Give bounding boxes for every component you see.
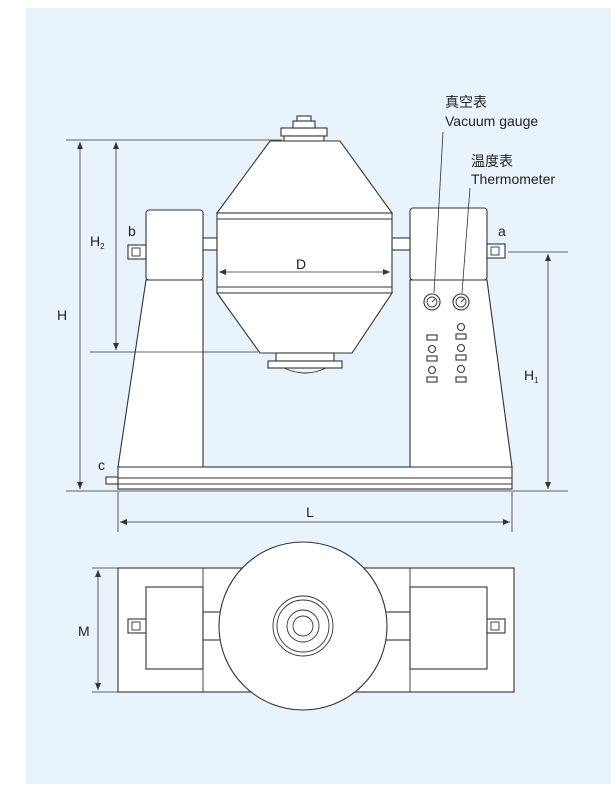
right-pedestal: [391, 207, 513, 468]
port-a: [486, 243, 506, 259]
left-pedestal: [117, 209, 218, 468]
label-b: b: [128, 223, 136, 239]
dim-label-h1: H1: [524, 367, 539, 385]
label-c: c: [98, 457, 105, 473]
base-frame: [105, 466, 513, 490]
dim-label-m: M: [78, 623, 90, 639]
dim-label-d: D: [296, 256, 306, 272]
plan-view: [92, 541, 515, 711]
front-view: [105, 115, 513, 490]
thermometer-icon: [452, 293, 470, 311]
label-a: a: [498, 223, 506, 239]
dim-label-l: L: [306, 504, 314, 520]
vacuum-gauge-icon: [423, 293, 441, 311]
thermometer-label-cn: 温度表: [471, 153, 513, 169]
dim-label-h: H: [57, 307, 67, 323]
vacuum-gauge-label-cn: 真空表: [445, 94, 487, 110]
bottom-discharge: [267, 360, 343, 369]
plan-vessel-circle: [218, 541, 388, 711]
port-b: [127, 244, 147, 260]
labels: 真空表 Vacuum gauge 温度表 Thermometer a b c D…: [57, 94, 555, 639]
port-c: [105, 476, 119, 485]
vacuum-gauge-label-en: Vacuum gauge: [445, 113, 538, 129]
dim-label-h2: H2: [90, 233, 105, 251]
control-buttons-left: [426, 334, 438, 383]
dimension-lines: [66, 131, 568, 532]
double-cone-vessel: [215, 115, 394, 374]
control-buttons-right: [455, 322, 467, 383]
top-lid: [280, 127, 328, 137]
thermometer-label-en: Thermometer: [471, 171, 555, 187]
